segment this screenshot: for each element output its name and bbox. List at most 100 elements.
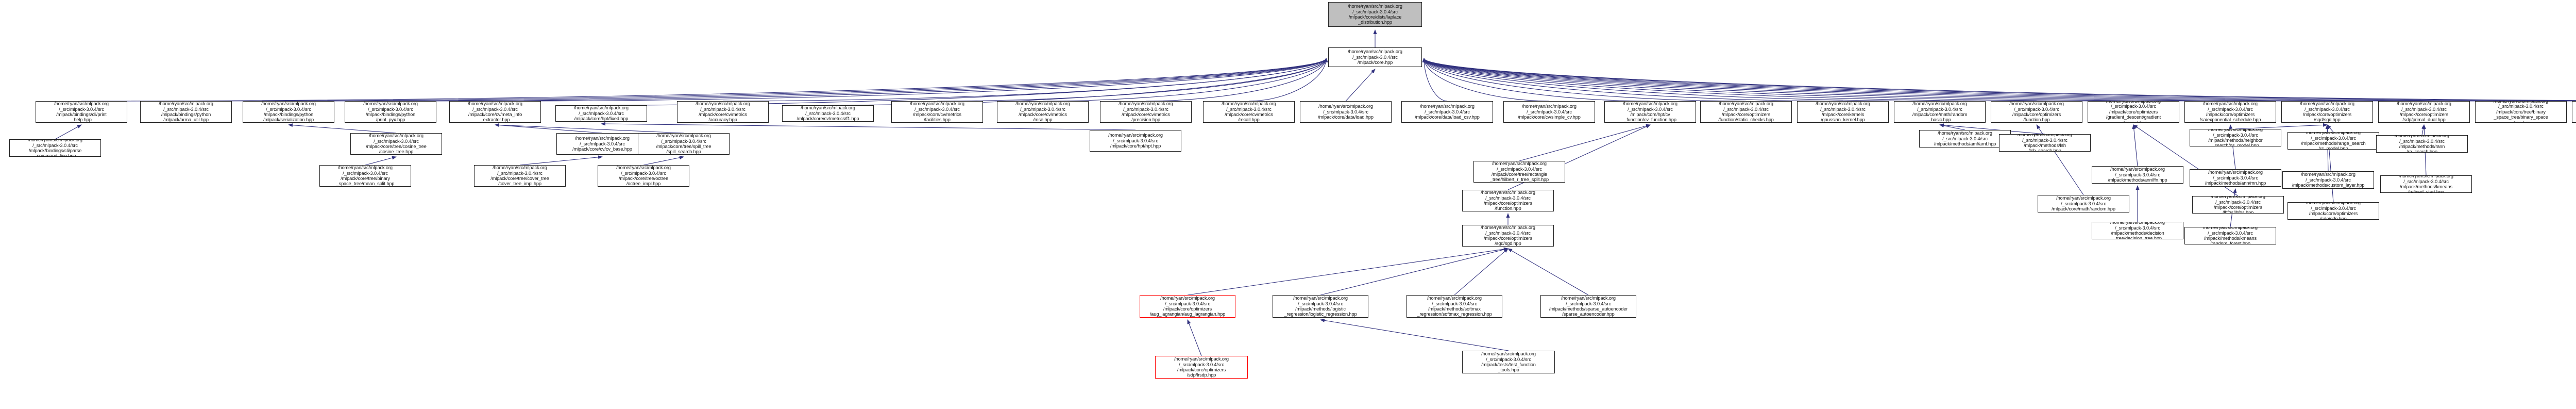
node-label: /home/ryan/src/mlpack.org /_src/mlpack-3… bbox=[468, 101, 522, 123]
graph-node-n56[interactable]: /home/ryan/src/mlpack.org /_src/mlpack-3… bbox=[350, 133, 442, 155]
graph-node-n19[interactable]: /home/ryan/src/mlpack.org /_src/mlpack-3… bbox=[2088, 101, 2179, 123]
graph-node-n5[interactable]: /home/ryan/src/mlpack.org /_src/mlpack-3… bbox=[555, 105, 647, 122]
graph-node-n43[interactable]: /home/ryan/src/mlpack.org /_src/mlpack-3… bbox=[598, 165, 689, 187]
graph-node-n52[interactable]: /home/ryan/src/mlpack.org /_src/mlpack-3… bbox=[1406, 295, 1502, 318]
node-label: /home/ryan/src/mlpack.org /_src/mlpack-3… bbox=[2211, 196, 2265, 214]
graph-node-n40[interactable]: /home/ryan/src/mlpack.org /_src/mlpack-3… bbox=[2287, 202, 2379, 220]
graph-node-core[interactable]: /home/ryan/src/mlpack.org /_src/mlpack-3… bbox=[1328, 47, 1422, 67]
graph-node-n14b[interactable]: /home/ryan/src/mlpack.org /_src/mlpack-3… bbox=[556, 133, 648, 155]
graph-node-n9[interactable]: /home/ryan/src/mlpack.org /_src/mlpack-3… bbox=[997, 101, 1089, 123]
node-label: /home/ryan/src/mlpack.org /_src/mlpack-3… bbox=[54, 101, 109, 123]
node-label: /home/ryan/src/mlpack.org /_src/mlpack-3… bbox=[1718, 101, 1774, 123]
node-label: /home/ryan/src/mlpack.org /_src/mlpack-3… bbox=[2009, 101, 2064, 123]
node-label: /home/ryan/src/mlpack.org /_src/mlpack-3… bbox=[574, 105, 629, 122]
node-label: /home/ryan/src/mlpack.org /_src/mlpack-3… bbox=[656, 133, 711, 155]
graph-node-n57[interactable]: /home/ryan/src/mlpack.org /_src/mlpack-3… bbox=[638, 133, 730, 155]
node-label: /home/ryan/src/mlpack.org /_src/mlpack-3… bbox=[2301, 132, 2366, 150]
graph-node-n38[interactable]: /home/ryan/src/mlpack.org /_src/mlpack-3… bbox=[2038, 195, 2129, 212]
node-label: /home/ryan/src/mlpack.org /_src/mlpack-3… bbox=[1481, 225, 1535, 247]
node-label: /home/ryan/src/mlpack.org /_src/mlpack-3… bbox=[2397, 101, 2451, 123]
graph-node-n60[interactable]: /home/ryan/src/mlpack.org /_src/mlpack-3… bbox=[1919, 130, 2011, 148]
graph-node-n49[interactable]: /home/ryan/src/mlpack.org /_src/mlpack-3… bbox=[1700, 101, 1792, 123]
graph-node-n35[interactable]: /home/ryan/src/mlpack.org /_src/mlpack-3… bbox=[9, 139, 101, 157]
graph-node-n15[interactable]: /home/ryan/src/mlpack.org /_src/mlpack-3… bbox=[1604, 101, 1696, 123]
graph-node-n24[interactable]: /home/ryan/src/mlpack.org /_src/mlpack-3… bbox=[2572, 101, 2576, 123]
node-label: /home/ryan/src/mlpack.org /_src/mlpack-3… bbox=[2052, 195, 2115, 212]
node-label: /home/ryan/src/mlpack.org /_src/mlpack-3… bbox=[2399, 175, 2453, 193]
graph-node-n23[interactable]: /home/ryan/src/mlpack.org /_src/mlpack-3… bbox=[2475, 101, 2567, 123]
graph-node-n48[interactable]: /home/ryan/src/mlpack.org /_src/mlpack-3… bbox=[2184, 227, 2276, 244]
graph-node-n62[interactable]: /home/ryan/src/mlpack.org /_src/mlpack-3… bbox=[2190, 129, 2281, 146]
graph-node-n7[interactable]: /home/ryan/src/mlpack.org /_src/mlpack-3… bbox=[782, 105, 874, 122]
graph-node-root[interactable]: /home/ryan/src/mlpack.org /_src/mlpack-3… bbox=[1328, 2, 1422, 27]
node-label: /home/ryan/src/mlpack.org /_src/mlpack-3… bbox=[1284, 296, 1357, 317]
graph-node-n47[interactable]: /home/ryan/src/mlpack.org /_src/mlpack-3… bbox=[2092, 222, 2183, 239]
node-label: /home/ryan/src/mlpack.org /_src/mlpack-3… bbox=[910, 101, 964, 123]
graph-node-n59[interactable]: /home/ryan/src/mlpack.org /_src/mlpack-3… bbox=[2380, 175, 2472, 193]
graph-node-n2[interactable]: /home/ryan/src/mlpack.org /_src/mlpack-3… bbox=[243, 101, 334, 123]
graph-node-n50[interactable]: /home/ryan/src/mlpack.org /_src/mlpack-3… bbox=[1140, 295, 1235, 318]
graph-node-n21[interactable]: /home/ryan/src/mlpack.org /_src/mlpack-3… bbox=[2281, 101, 2373, 123]
node-label: /home/ryan/src/mlpack.org /_src/mlpack-3… bbox=[336, 165, 395, 187]
graph-node-n54[interactable]: /home/ryan/src/mlpack.org /_src/mlpack-3… bbox=[1155, 356, 1248, 379]
graph-node-n53[interactable]: /home/ryan/src/mlpack.org /_src/mlpack-3… bbox=[1540, 295, 1636, 318]
graph-node-n39[interactable]: /home/ryan/src/mlpack.org /_src/mlpack-3… bbox=[2192, 196, 2284, 214]
graph-node-n8[interactable]: /home/ryan/src/mlpack.org /_src/mlpack-3… bbox=[891, 101, 983, 123]
node-label: /home/ryan/src/mlpack.org /_src/mlpack-3… bbox=[2018, 134, 2072, 152]
node-label: /home/ryan/src/mlpack.org /_src/mlpack-3… bbox=[2205, 170, 2266, 186]
node-label: /home/ryan/src/mlpack.org /_src/mlpack-3… bbox=[1934, 130, 1996, 147]
graph-node-n0[interactable]: /home/ryan/src/mlpack.org /_src/mlpack-3… bbox=[36, 101, 127, 123]
graph-node-n63[interactable]: /home/ryan/src/mlpack.org /_src/mlpack-3… bbox=[2287, 132, 2379, 150]
node-label: /home/ryan/src/mlpack.org /_src/mlpack-3… bbox=[2574, 102, 2576, 122]
node-label: /home/ryan/src/mlpack.org /_src/mlpack-3… bbox=[2300, 101, 2354, 123]
graph-node-n18[interactable]: /home/ryan/src/mlpack.org /_src/mlpack-3… bbox=[1991, 101, 2082, 123]
graph-node-n61[interactable]: /home/ryan/src/mlpack.org /_src/mlpack-3… bbox=[1999, 134, 2091, 152]
node-label: /home/ryan/src/mlpack.org /_src/mlpack-3… bbox=[2306, 202, 2361, 220]
node-label: /home/ryan/src/mlpack.org /_src/mlpack-3… bbox=[616, 165, 671, 187]
node-label: /home/ryan/src/mlpack.org /_src/mlpack-3… bbox=[2199, 101, 2261, 123]
graph-node-n20[interactable]: /home/ryan/src/mlpack.org /_src/mlpack-3… bbox=[2184, 101, 2276, 123]
node-label: /home/ryan/src/mlpack.org /_src/mlpack-3… bbox=[1118, 101, 1173, 123]
graph-node-n16[interactable]: /home/ryan/src/mlpack.org /_src/mlpack-3… bbox=[1797, 101, 1889, 123]
graph-node-n12[interactable]: /home/ryan/src/mlpack.org /_src/mlpack-3… bbox=[1300, 101, 1392, 123]
graph-node-n17[interactable]: /home/ryan/src/mlpack.org /_src/mlpack-3… bbox=[1894, 101, 1986, 123]
node-label: /home/ryan/src/mlpack.org /_src/mlpack-3… bbox=[1015, 101, 1070, 123]
node-label: /home/ryan/src/mlpack.org /_src/mlpack-3… bbox=[1623, 101, 1677, 123]
graph-node-n46[interactable]: /home/ryan/src/mlpack.org /_src/mlpack-3… bbox=[2282, 171, 2374, 189]
graph-node-n45[interactable]: /home/ryan/src/mlpack.org /_src/mlpack-3… bbox=[2190, 169, 2281, 187]
graph-node-n42[interactable]: /home/ryan/src/mlpack.org /_src/mlpack-3… bbox=[474, 165, 566, 187]
node-label: /home/ryan/src/mlpack.org /_src/mlpack-3… bbox=[2110, 222, 2165, 239]
graph-node-n22[interactable]: /home/ryan/src/mlpack.org /_src/mlpack-3… bbox=[2378, 101, 2470, 123]
node-label: /home/ryan/src/mlpack.org /_src/mlpack-3… bbox=[1318, 104, 1374, 120]
graph-node-n4[interactable]: /home/ryan/src/mlpack.org /_src/mlpack-3… bbox=[449, 101, 541, 123]
graph-node-n10[interactable]: /home/ryan/src/mlpack.org /_src/mlpack-3… bbox=[1100, 101, 1192, 123]
graph-node-n11[interactable]: /home/ryan/src/mlpack.org /_src/mlpack-3… bbox=[1203, 101, 1295, 123]
graph-node-n14[interactable]: /home/ryan/src/mlpack.org /_src/mlpack-3… bbox=[1503, 101, 1595, 123]
graph-node-n13[interactable]: /home/ryan/src/mlpack.org /_src/mlpack-3… bbox=[1401, 101, 1493, 123]
graph-node-n58[interactable]: /home/ryan/src/mlpack.org /_src/mlpack-3… bbox=[1473, 161, 1565, 183]
graph-node-n64[interactable]: /home/ryan/src/mlpack.org /_src/mlpack-3… bbox=[2376, 135, 2468, 153]
graph-node-n51[interactable]: /home/ryan/src/mlpack.org /_src/mlpack-3… bbox=[1273, 295, 1368, 318]
graph-node-n6[interactable]: /home/ryan/src/mlpack.org /_src/mlpack-3… bbox=[677, 101, 769, 123]
node-label: /home/ryan/src/mlpack.org /_src/mlpack-3… bbox=[490, 165, 549, 187]
node-label: /home/ryan/src/mlpack.org /_src/mlpack-3… bbox=[1174, 356, 1229, 378]
node-label: /home/ryan/src/mlpack.org /_src/mlpack-3… bbox=[1417, 296, 1492, 317]
node-label: /home/ryan/src/mlpack.org /_src/mlpack-3… bbox=[1149, 296, 1226, 317]
node-label: /home/ryan/src/mlpack.org /_src/mlpack-3… bbox=[2106, 102, 2161, 123]
graph-node-n41[interactable]: /home/ryan/src/mlpack.org /_src/mlpack-3… bbox=[319, 165, 411, 187]
graph-node-n18b[interactable]: /home/ryan/src/mlpack.org /_src/mlpack-3… bbox=[1462, 190, 1554, 211]
graph-node-n1[interactable]: /home/ryan/src/mlpack.org /_src/mlpack-3… bbox=[140, 101, 232, 123]
graph-node-n21b[interactable]: /home/ryan/src/mlpack.org /_src/mlpack-3… bbox=[1462, 225, 1554, 247]
graph-node-n55[interactable]: /home/ryan/src/mlpack.org /_src/mlpack-3… bbox=[1462, 351, 1555, 373]
graph-node-n37[interactable]: /home/ryan/src/mlpack.org /_src/mlpack-3… bbox=[1090, 130, 1181, 152]
graph-node-n3[interactable]: /home/ryan/src/mlpack.org /_src/mlpack-3… bbox=[345, 101, 436, 123]
node-label: /home/ryan/src/mlpack.org /_src/mlpack-3… bbox=[366, 133, 427, 155]
node-label: /home/ryan/src/mlpack.org /_src/mlpack-3… bbox=[1222, 101, 1276, 123]
node-label: /home/ryan/src/mlpack.org /_src/mlpack-3… bbox=[28, 139, 82, 157]
node-label: /home/ryan/src/mlpack.org /_src/mlpack-3… bbox=[2108, 167, 2167, 183]
graph-node-n44[interactable]: /home/ryan/src/mlpack.org /_src/mlpack-3… bbox=[2092, 166, 2183, 184]
node-label: /home/ryan/src/mlpack.org /_src/mlpack-3… bbox=[363, 101, 418, 123]
node-label: /home/ryan/src/mlpack.org /_src/mlpack-3… bbox=[2395, 135, 2449, 153]
